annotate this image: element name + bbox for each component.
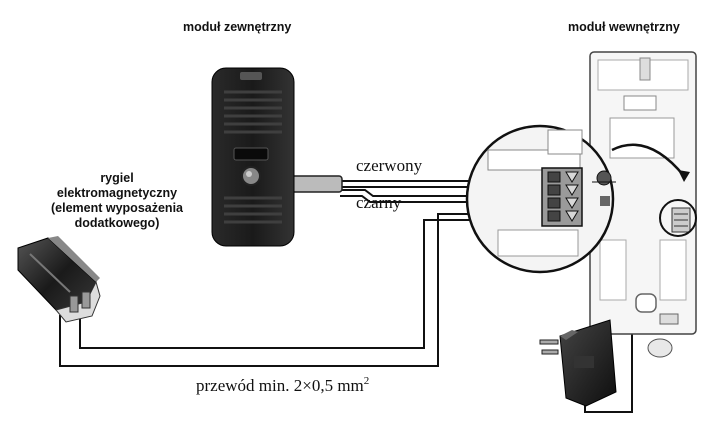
electromagnetic-lock-icon: [17, 236, 101, 323]
power-adapter-icon: [539, 319, 617, 407]
cable-spec-label: przewód min. 2×0,5 mm2: [196, 375, 369, 395]
wire-lock-inner: [79, 219, 552, 349]
indoor-module-label: moduł wewnętrzny: [568, 20, 680, 34]
outdoor-panel-grille: [224, 90, 282, 224]
outdoor-module: [211, 67, 295, 247]
wire-black: [340, 195, 552, 203]
wire-black-2: [340, 189, 552, 197]
outdoor-panel-nameplate: [233, 147, 269, 161]
outdoor-module-label: moduł zewnętrzny: [183, 20, 291, 34]
lock-label: rygiel elektromagnetyczny (element wypos…: [51, 171, 184, 230]
terminal-zoom: [465, 124, 616, 274]
screw-terminal-block-icon: [541, 167, 583, 227]
wire-red-label: czerwony: [356, 156, 423, 175]
cable-spec-text: przewód min. 2×0,5 mm: [196, 376, 364, 395]
lock-label-line-2: elektromagnetyczny: [57, 186, 177, 200]
cable-spec-superscript: 2: [364, 375, 370, 387]
lock-label-line-1: rygiel: [100, 171, 133, 185]
indoor-module: [589, 51, 697, 358]
lock-label-line-4: dodatkowego): [75, 216, 160, 230]
outdoor-cable-sheath: [289, 175, 343, 193]
outdoor-panel-top-vent: [240, 72, 262, 80]
lock-label-line-3: (element wyposażenia: [51, 201, 184, 215]
